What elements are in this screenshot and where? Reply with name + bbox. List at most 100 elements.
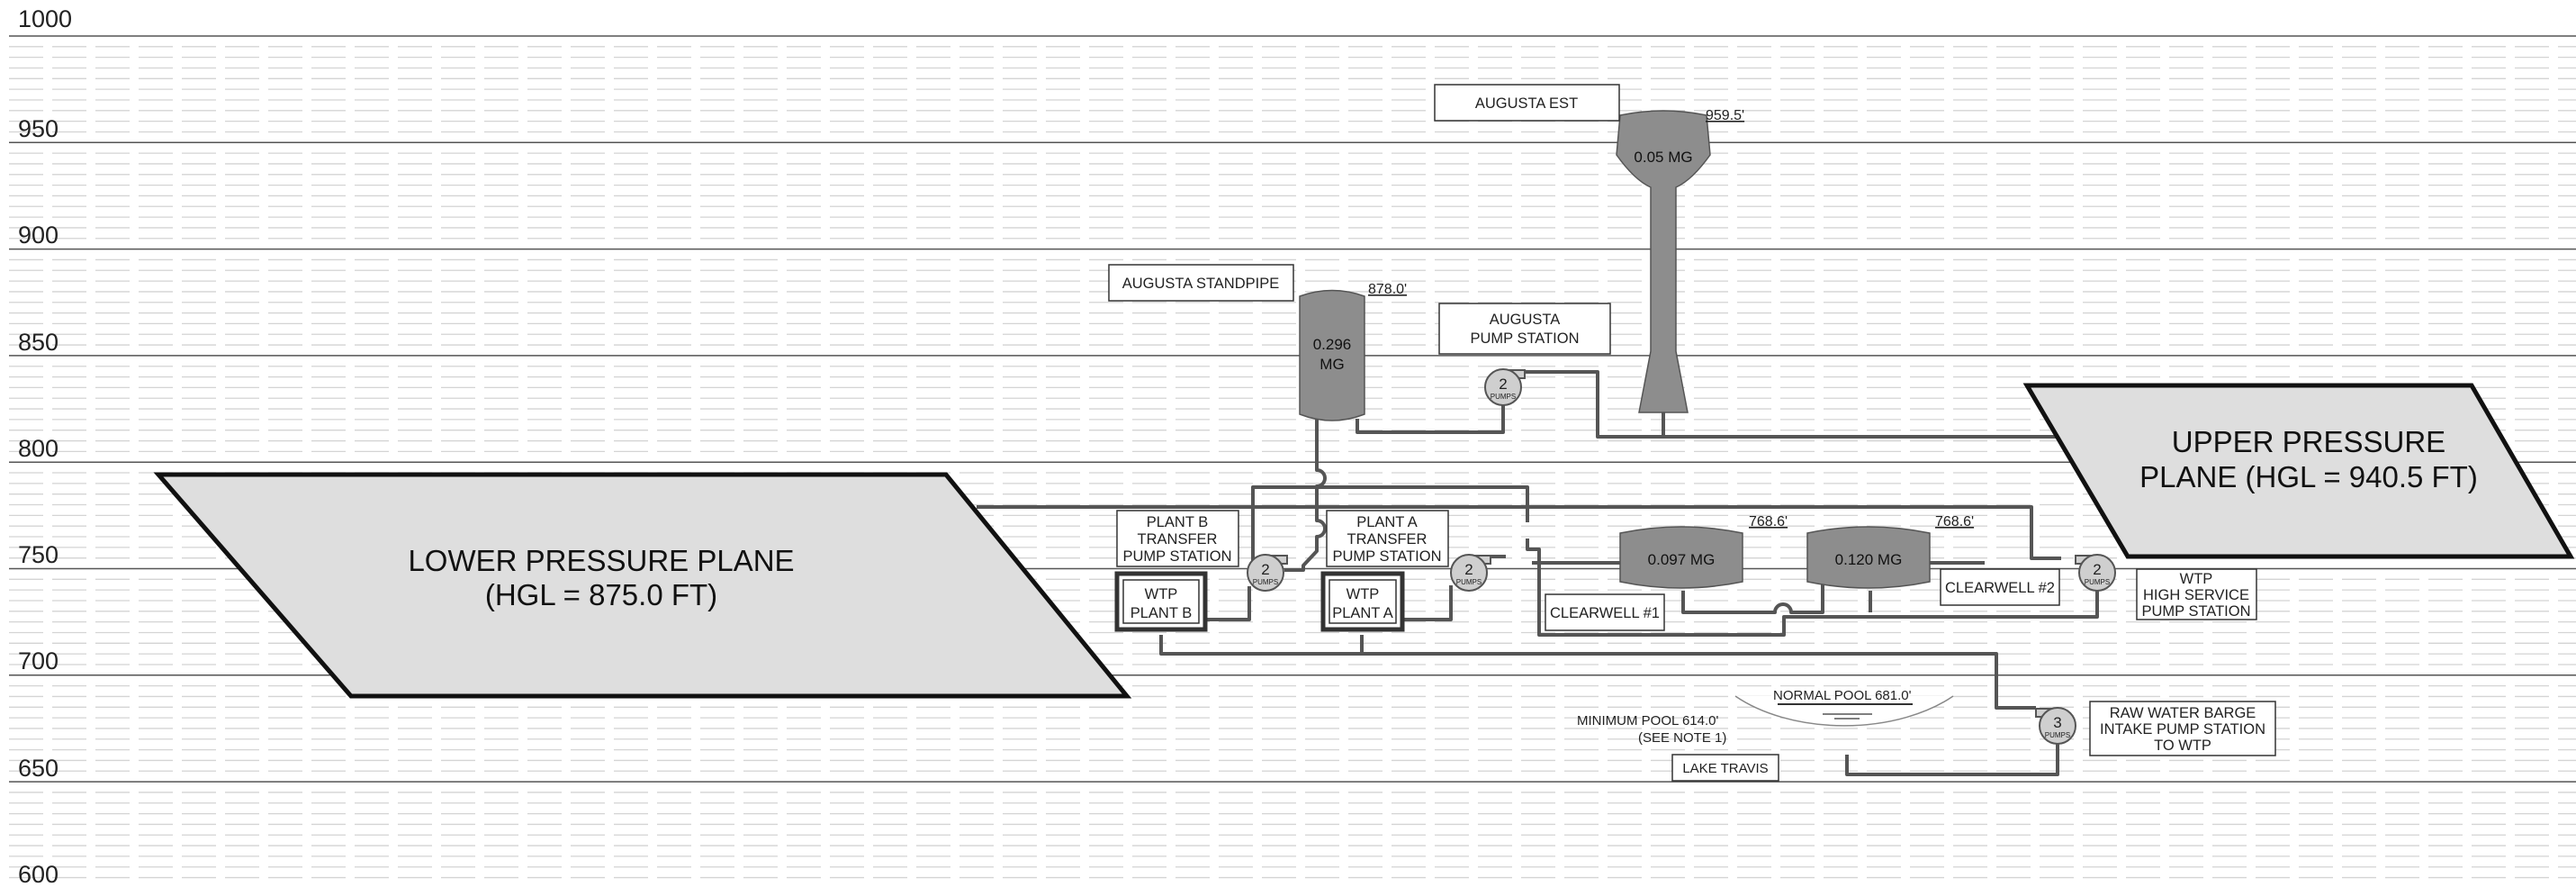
plant-a-transfer-label: PLANT A TRANSFER PUMP STATION [1326,510,1449,567]
pump-count: 2 [1261,561,1269,578]
augusta-est-label: AUGUSTA EST [1475,95,1578,112]
augusta-pump-station-label: AUGUSTA PUMP STATION [1438,303,1611,355]
elevation-tick-950: 950 [18,115,59,142]
pipe-augusta-pump-to-upper-plane [1517,370,2061,439]
pump-icon [2078,554,2116,592]
wtp-high-service-label: WTP HIGH SERVICE PUMP STATION [2136,568,2257,620]
raw-water-line2: INTAKE PUMP STATION [2100,721,2265,738]
elevation-tick-750: 750 [18,541,59,568]
pipe-lake-intake [1845,744,2059,776]
lake-travis: NORMAL POOL 681.0' MINIMUM POOL 614.0' (… [1577,688,1954,782]
normal-pool-label: NORMAL POOL 681.0' [1773,688,1912,703]
pipe-plants-to-raw-water [1159,635,2036,710]
standpipe-label: AUGUSTA STANDPIPE [1122,276,1280,292]
plant-a-transfer-label-box [1326,510,1449,567]
plant-a-transfer-line2: TRANSFER [1347,531,1428,548]
clearwell-2: 0.120 MG 768.6' CLEARWELL #2 [1806,514,2060,606]
raw-water-pump: 3 PUMPS [2035,707,2076,745]
pump-count: 2 [1499,376,1507,393]
clearwell-1-label-box [1545,593,1665,631]
upper-pressure-plane: UPPER PRESSURE PLANE (HGL = 940.5 FT) [2022,383,2575,559]
clearwell-1-shape [1619,526,1743,589]
plant-a-transfer-line1: PLANT A [1356,514,1418,530]
lake-travis-label-box [1671,754,1779,782]
pump-icon [1450,554,1488,592]
elevation-tick-1000: 1000 [18,5,72,32]
minimum-pool-note: (SEE NOTE 1) [1638,730,1726,746]
plant-b-line2: PLANT B [1130,605,1192,621]
elevation-tick-800: 800 [18,435,59,462]
lower-plane-hgl: (HGL = 875.0 FT) [485,578,717,611]
minimum-pool-label: MINIMUM POOL 614.0' [1577,713,1718,729]
high-service-line2: HIGH SERVICE [2143,587,2249,603]
pipe-upper-crossover [1251,485,1529,563]
pump-unit: PUMPS [2045,731,2070,739]
lake-travis-label: LAKE TRAVIS [1682,761,1768,776]
high-service-line3: PUMP STATION [2141,603,2250,620]
elevated-tank-shape [1616,110,1711,413]
clearwell-1-hgl: 768.6' [1749,514,1788,529]
elevation-axis: 1000 950 900 850 800 750 700 650 600 [18,5,72,887]
plant-a-inner-box [1329,579,1397,624]
plant-a-transfer-line3: PUMP STATION [1332,548,1441,565]
lower-plane-shape [153,472,1132,699]
plant-b-transfer-pump: 2 PUMPS [1247,554,1288,592]
pump-unit: PUMPS [1491,393,1516,401]
augusta-est-hgl: 959.5' [1706,108,1744,123]
plant-b-line1: WTP [1145,586,1178,602]
pipe-standpipe-to-augusta-pump [1356,403,1505,434]
pump-icon [2039,707,2076,745]
raw-water-barge-label: RAW WATER BARGE INTAKE PUMP STATION TO W… [2089,701,2276,756]
augusta-est: 0.05 MG 959.5' AUGUSTA EST [1434,84,1744,413]
elevation-tick-650: 650 [18,755,59,782]
plant-a-line2: PLANT A [1332,605,1393,621]
augusta-pump-label-box [1438,303,1611,355]
high-service-label-box [2136,568,2257,620]
standpipe-shape [1299,289,1365,421]
elevation-tick-900: 900 [18,222,59,249]
plant-b-transfer-line2: TRANSFER [1138,531,1218,548]
pump-count: 2 [2093,561,2101,578]
clearwell-1: 0.097 MG 768.6' CLEARWELL #1 [1545,514,1788,631]
wtp-plant-b: WTP PLANT B [1114,571,1208,632]
plant-b-inner-box [1122,579,1200,624]
lower-plane-title: LOWER PRESSURE PLANE [408,544,794,577]
augusta-standpipe: 0.296 MG 878.0' AUGUSTA STANDPIPE [1108,264,1407,421]
pump-icon [1247,554,1284,592]
clearwell-1-volume: 0.097 MG [1648,551,1716,568]
pipe-plant-b-transfer-discharge [1197,586,1251,621]
elevation-tick-850: 850 [18,329,59,356]
plant-b-transfer-line3: PUMP STATION [1122,548,1231,565]
clearwell-2-label: CLEARWELL #2 [1945,580,2055,596]
augusta-pump-label-line2: PUMP STATION [1470,330,1579,347]
augusta-pump-label-line1: AUGUSTA [1490,312,1561,328]
pump-count: 2 [1464,561,1473,578]
augusta-est-volume: 0.05 MG [1634,149,1692,166]
standpipe-label-box [1108,264,1294,302]
elevation-tick-600: 600 [18,861,59,887]
pump-unit: PUMPS [1456,578,1482,586]
plant-b-transfer-label: PLANT B TRANSFER PUMP STATION [1116,510,1239,567]
clearwell-2-hgl: 768.6' [1935,514,1974,529]
pump-unit: PUMPS [2085,578,2110,586]
pipe-clearwell-return [1539,585,2099,637]
clearwell-2-label-box [1940,568,2060,606]
raw-water-label-box [2089,701,2276,756]
plant-a-transfer-pump: 2 PUMPS [1450,554,1491,592]
clearwell-2-shape [1806,526,1931,589]
upper-plane-title: UPPER PRESSURE [2172,425,2445,458]
plant-b-transfer-line1: PLANT B [1147,514,1208,530]
pump-unit: PUMPS [1253,578,1278,586]
pipe-standpipe-to-plant-b-pump [1284,419,1327,572]
pump-count: 3 [2053,714,2061,731]
plant-a-line1: WTP [1347,586,1380,602]
upper-plane-shape [2022,383,2575,559]
pump-icon [1484,368,1522,406]
raw-water-line1: RAW WATER BARGE [2110,705,2256,721]
raw-water-line3: TO WTP [2154,738,2211,754]
high-service-line1: WTP [2180,571,2213,587]
standpipe-volume-line2: MG [1320,356,1344,373]
standpipe-hgl: 878.0' [1368,282,1407,297]
clearwell-2-volume: 0.120 MG [1835,551,1903,568]
